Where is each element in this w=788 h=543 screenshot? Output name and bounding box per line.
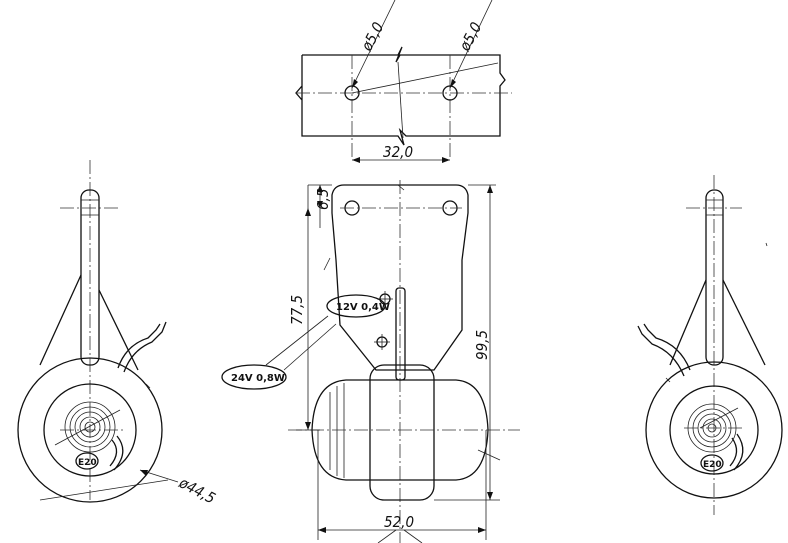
power-label-large: 24V 0,8W: [231, 373, 285, 384]
lens-width-label: 52,0: [384, 513, 414, 531]
left-approval-mark-outline: [75, 452, 99, 470]
left-side-view: E20 ø44,5: [17, 160, 218, 508]
left-stem: [80, 189, 100, 366]
left-approval-mark: E20: [78, 458, 97, 468]
mounting-stem: [395, 287, 406, 381]
hole-diameter-right-label: ø5,0: [455, 19, 485, 55]
left-base-inner: [43, 383, 137, 477]
screw-marker-lower: [374, 334, 390, 350]
right-approval-mark: E20: [703, 460, 722, 470]
bracket-outline: [331, 184, 469, 371]
base-diameter-label: ø44,5: [175, 473, 218, 507]
right-approval-mark-outline: [700, 454, 724, 472]
power-label-large-outline: [221, 364, 287, 390]
power-label-small-outline: [326, 294, 386, 318]
power-label-small: 12V 0,4W: [336, 302, 390, 313]
front-view: 6,5 77,5 99,5 52,0 12V 0,4W 24V 0,8W: [221, 180, 520, 543]
mount-height-label: 77,5: [288, 295, 306, 325]
top-offset-label: 6,5: [314, 189, 332, 210]
right-stem: [705, 189, 724, 366]
hole-detail-view: ø5,0 ø5,0 32,0: [295, 0, 512, 163]
lamp-lens: [311, 379, 489, 481]
total-height-label: 99,5: [473, 330, 491, 360]
mounting-hole-right: [442, 85, 458, 101]
hole-spacing-label: 32,0: [383, 143, 413, 161]
left-base-outer: [17, 357, 163, 503]
right-base-inner: [669, 385, 759, 475]
mounting-hole-left: [344, 85, 360, 101]
lamp-housing: [369, 364, 435, 501]
right-base-outer: [645, 361, 783, 499]
right-side-view: E20: [637, 175, 783, 515]
